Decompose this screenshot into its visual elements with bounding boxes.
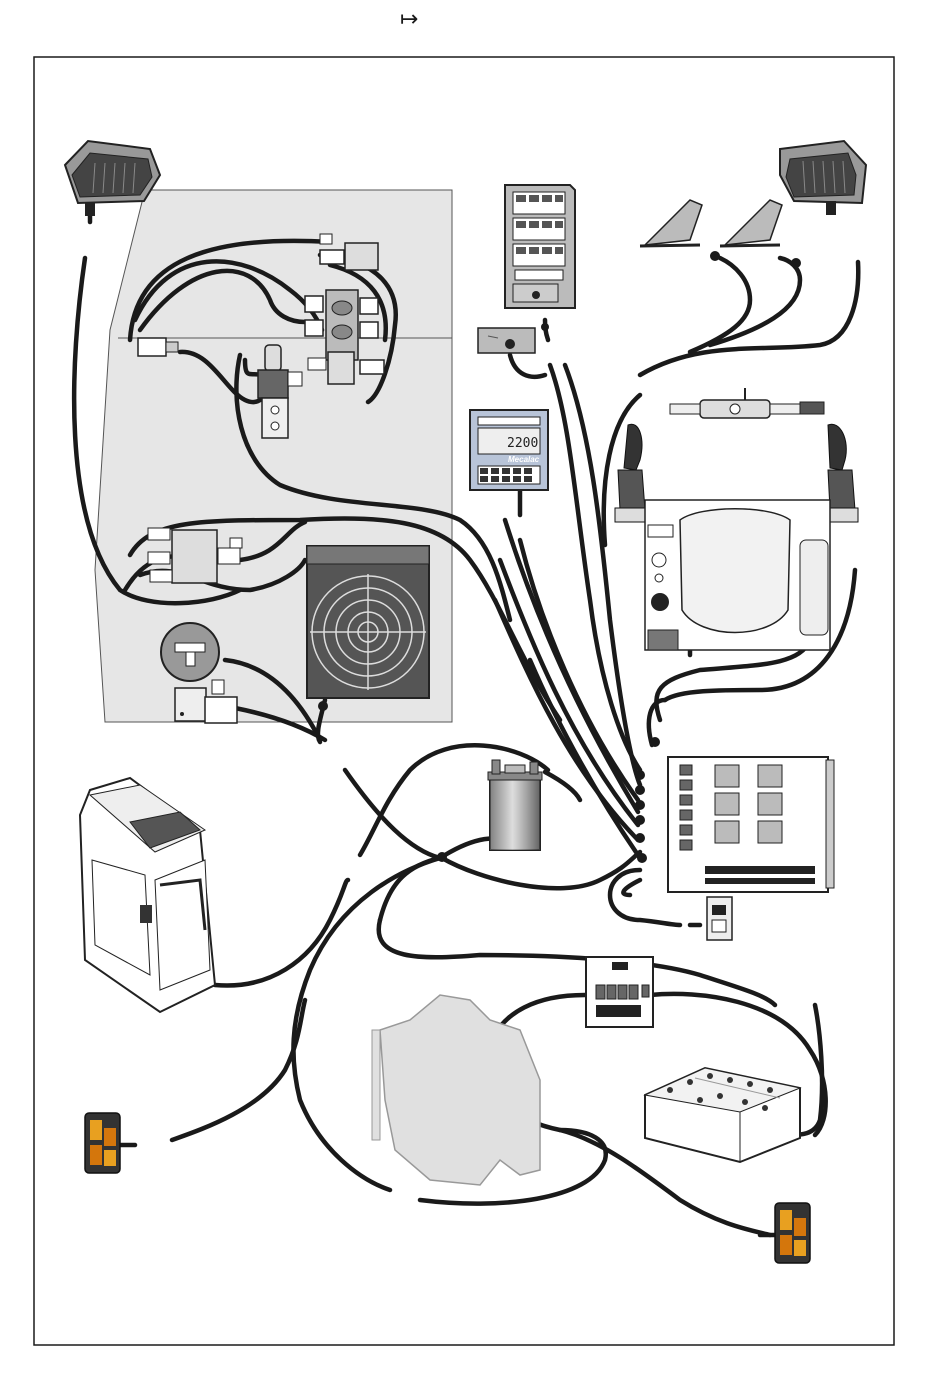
cab-icon xyxy=(80,778,215,1012)
operator-seat-icon xyxy=(645,500,830,650)
starter-motor-icon xyxy=(488,760,542,850)
header-arrow-icon: ↦ xyxy=(400,7,418,32)
fuse-relay-box-icon xyxy=(668,757,834,892)
display-reading: 2200 xyxy=(507,436,538,451)
battery-icon xyxy=(645,1068,800,1162)
beacon-lamp-right-icon xyxy=(775,1203,810,1263)
pressure-sensor-icon xyxy=(161,623,219,681)
beacon-lamp-left-icon xyxy=(85,1113,120,1173)
rocker-switch-icon xyxy=(707,897,732,940)
engine-ecu-icon xyxy=(586,957,653,1027)
joystick-right-icon xyxy=(828,424,858,522)
engine-icon xyxy=(372,995,540,1185)
display-brand: Mecalac xyxy=(508,455,540,464)
joystick-left-icon xyxy=(615,424,645,522)
seat-connector-icon xyxy=(670,388,824,418)
cooling-fan-icon xyxy=(307,546,429,698)
work-light-right-icon xyxy=(780,141,866,215)
switch-panel-icon xyxy=(505,185,575,308)
monitor-display-icon: 2200 Mecalac xyxy=(470,410,548,490)
key-switch-icon xyxy=(478,328,535,353)
foot-pedal-icon xyxy=(640,200,782,246)
